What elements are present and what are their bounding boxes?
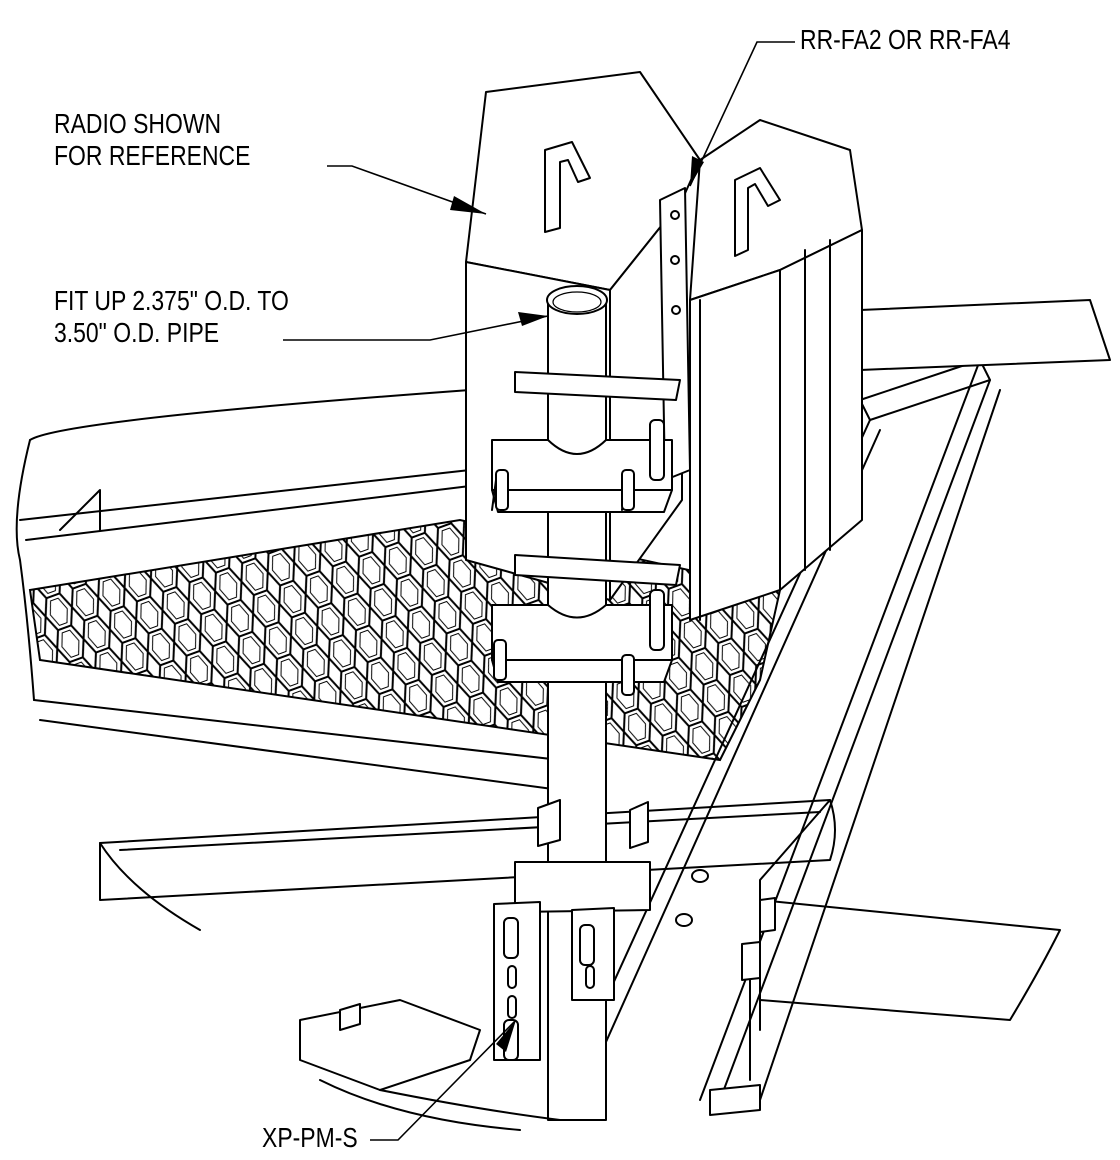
lower-angle-bracket: [99, 799, 1061, 1031]
lower-pipe-clamp: [491, 554, 681, 696]
leader-fitup: [283, 312, 549, 341]
leader-radio: [327, 165, 487, 215]
fitup-label-line1: FIT UP 2.375" O.D. TO: [54, 285, 289, 316]
leader-rrfa: [689, 41, 795, 187]
fitup-label: FIT UP 2.375" O.D. TO 3.50" O.D. PIPE: [54, 285, 289, 349]
xppms-label: XP-PM-S: [262, 1122, 358, 1154]
xp-pm-s-mount: [493, 799, 651, 1061]
radio-label-line1: RADIO SHOWN: [54, 108, 222, 139]
xppms-label-text: XP-PM-S: [262, 1122, 358, 1153]
radio-label-line2: FOR REFERENCE: [54, 140, 251, 172]
lower-left-hardware: [299, 999, 561, 1131]
rrfa-label: RR-FA2 OR RR-FA4: [800, 24, 1010, 56]
fitup-label-line2: 3.50" O.D. PIPE: [54, 317, 220, 349]
radio-label: RADIO SHOWN FOR REFERENCE: [54, 108, 250, 172]
rrfa-label-text: RR-FA2 OR RR-FA4: [800, 24, 1011, 55]
upper-pipe-clamp: [491, 371, 681, 513]
right-arm: [853, 299, 1111, 371]
radio-right: [689, 119, 863, 621]
leader-xppms: [370, 1019, 517, 1141]
right-side-hardware: [675, 869, 776, 1116]
